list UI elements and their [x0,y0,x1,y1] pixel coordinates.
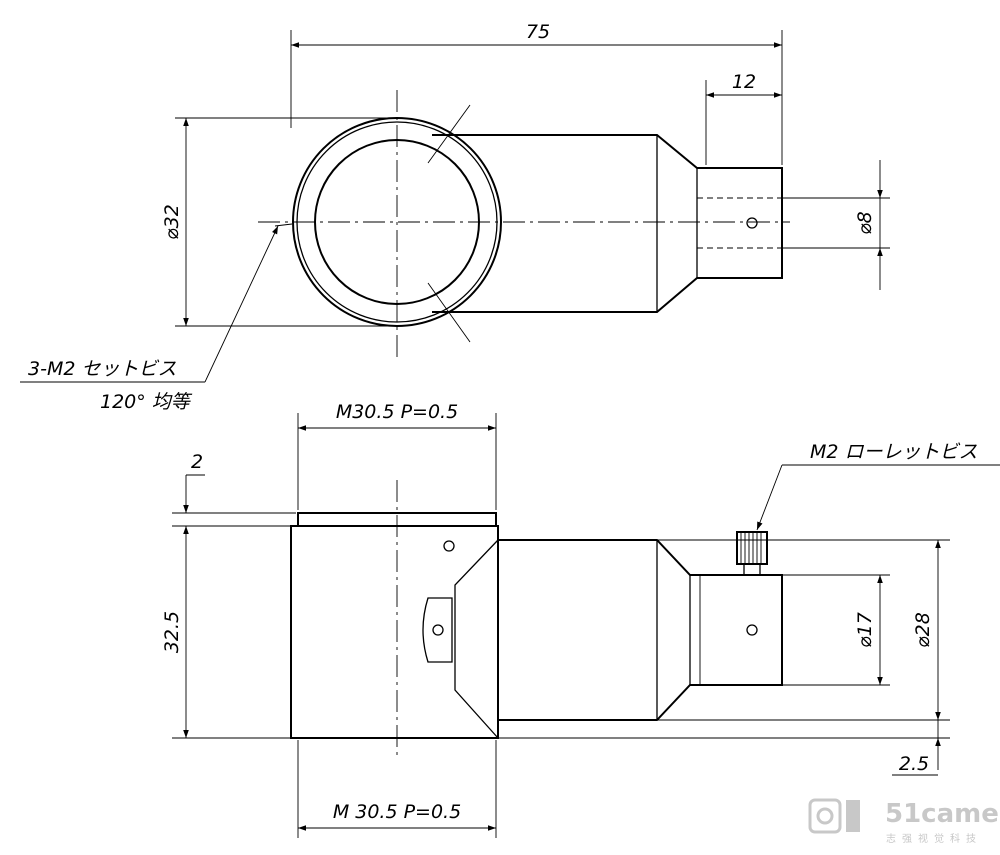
dim-nozzle-diameter: ⌀8 [854,211,876,235]
dim-offset: 2.5 [899,753,929,775]
side-arm [498,539,783,721]
body-hole [443,540,455,552]
dim-nozzle-length: 12 [732,71,756,93]
side-body [290,525,499,739]
screw-tick-2 [427,282,471,343]
screw-tick-1 [427,104,471,164]
mirror-adjuster [422,597,453,663]
dim-top-lip: 2 [191,451,203,473]
arm-outline [432,134,783,313]
knurl-leader [756,464,783,531]
screw-tick-3 [274,223,293,227]
tube-hole [746,624,758,636]
watermark-logo-icon [808,798,842,834]
watermark: 51camera 志强视觉科技 [808,798,1000,845]
dim-bottom-thread: M 30.5 P=0.5 [333,801,461,823]
watermark-brand: 51camera [885,799,1000,829]
top-view: 75 12 ⌀32 ⌀8 3-M2 セットビス 120° 均等 [20,21,890,413]
dim-height: 32.5 [161,611,183,653]
set-screw-hole [746,217,758,229]
adjuster-hole [432,624,444,636]
dim-tube-diameter: ⌀17 [854,612,876,648]
dim-top-thread: M30.5 P=0.5 [336,401,458,423]
dim-body-diameter-side: ⌀28 [912,612,934,648]
note-screw-line1: 3-M2 セットビス [28,358,176,380]
knurl-screw-head [736,531,768,565]
dim-overall-length: 75 [526,21,550,43]
mirror-chamfer [454,539,499,739]
dim-body-diameter: ⌀32 [161,204,183,240]
knurl-screw-shank [743,563,761,576]
top-lip [297,512,497,526]
side-view: M30.5 P=0.5 2 32.5 M 30.5 P=0.5 ⌀17 ⌀28 … [161,401,1000,838]
note-screw-line2: 120° 均等 [100,391,193,413]
screw-leader [204,225,279,383]
watermark-subtitle: 志强视觉科技 [886,832,982,845]
note-knurl-screw: M2 ローレットビス [810,441,978,463]
